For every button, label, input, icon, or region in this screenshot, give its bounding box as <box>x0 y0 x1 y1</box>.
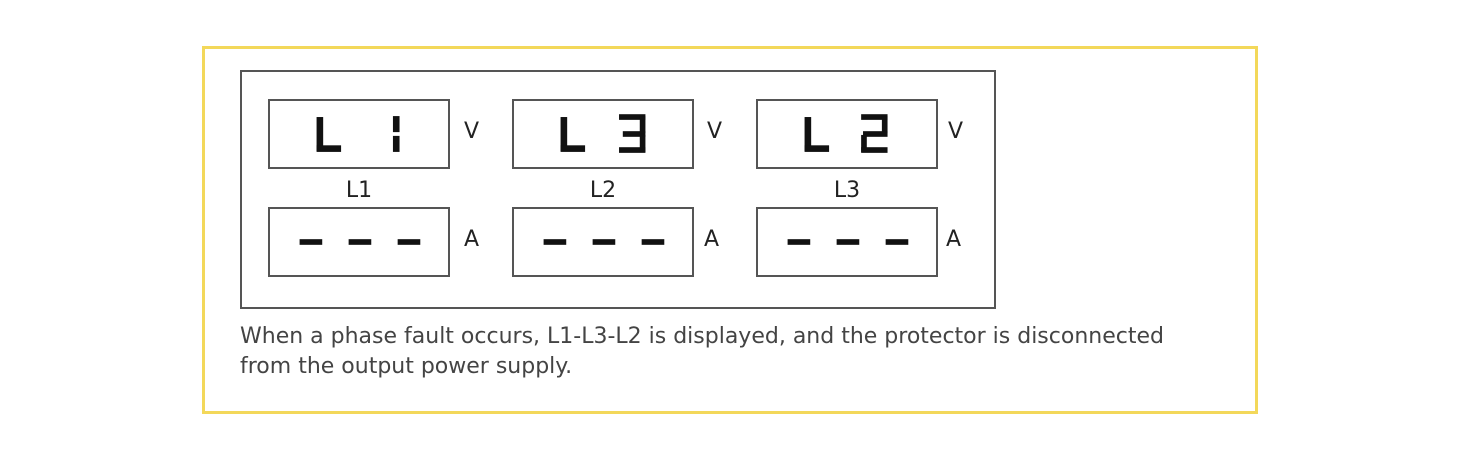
segment <box>316 145 342 152</box>
phase-label-1: L1 <box>345 178 373 203</box>
segment <box>622 131 646 137</box>
segment <box>299 239 323 245</box>
segment <box>316 117 324 151</box>
current-unit-3: A <box>946 227 962 252</box>
highlight-frame <box>202 46 1258 414</box>
current-unit-1: A <box>464 227 480 252</box>
segment <box>804 117 812 151</box>
current-display-3-segments <box>787 239 909 245</box>
segment <box>861 114 888 120</box>
segment <box>881 116 888 134</box>
voltage-unit-2: V <box>707 119 723 144</box>
phase-label-3: L3 <box>833 178 861 203</box>
segment <box>619 147 646 153</box>
segment <box>392 116 400 133</box>
segment <box>560 117 568 151</box>
current-display-1 <box>268 207 450 277</box>
voltage-display-2 <box>512 99 694 169</box>
voltage-display-2-segments <box>560 114 646 153</box>
current-display-3 <box>756 207 938 277</box>
segment <box>543 239 567 245</box>
voltage-unit-1: V <box>464 119 480 144</box>
current-unit-2: A <box>704 227 720 252</box>
segment <box>592 239 616 245</box>
segment <box>861 147 888 153</box>
segment <box>861 134 867 152</box>
segment <box>392 135 400 152</box>
voltage-display-3-segments <box>804 114 888 153</box>
voltage-display-3 <box>756 99 938 169</box>
voltage-display-1-segments <box>316 116 400 152</box>
voltage-unit-3: V <box>948 119 964 144</box>
current-display-2 <box>512 207 694 277</box>
segment <box>836 239 860 245</box>
segment <box>641 239 665 245</box>
current-display-2-segments <box>543 239 665 245</box>
segment <box>639 134 646 152</box>
current-display-1-segments <box>299 239 421 245</box>
segment <box>560 145 586 152</box>
phase-label-2: L2 <box>589 178 617 203</box>
protector-display-panel <box>240 70 996 309</box>
segment <box>639 116 646 134</box>
segment <box>885 239 909 245</box>
segment <box>619 114 646 120</box>
segment <box>787 239 811 245</box>
caption-text: When a phase fault occurs, L1-L3-L2 is d… <box>240 324 1164 379</box>
segment <box>804 145 830 152</box>
segment <box>397 239 421 245</box>
voltage-display-1 <box>268 99 450 169</box>
segment <box>348 239 372 245</box>
segment <box>863 131 888 137</box>
